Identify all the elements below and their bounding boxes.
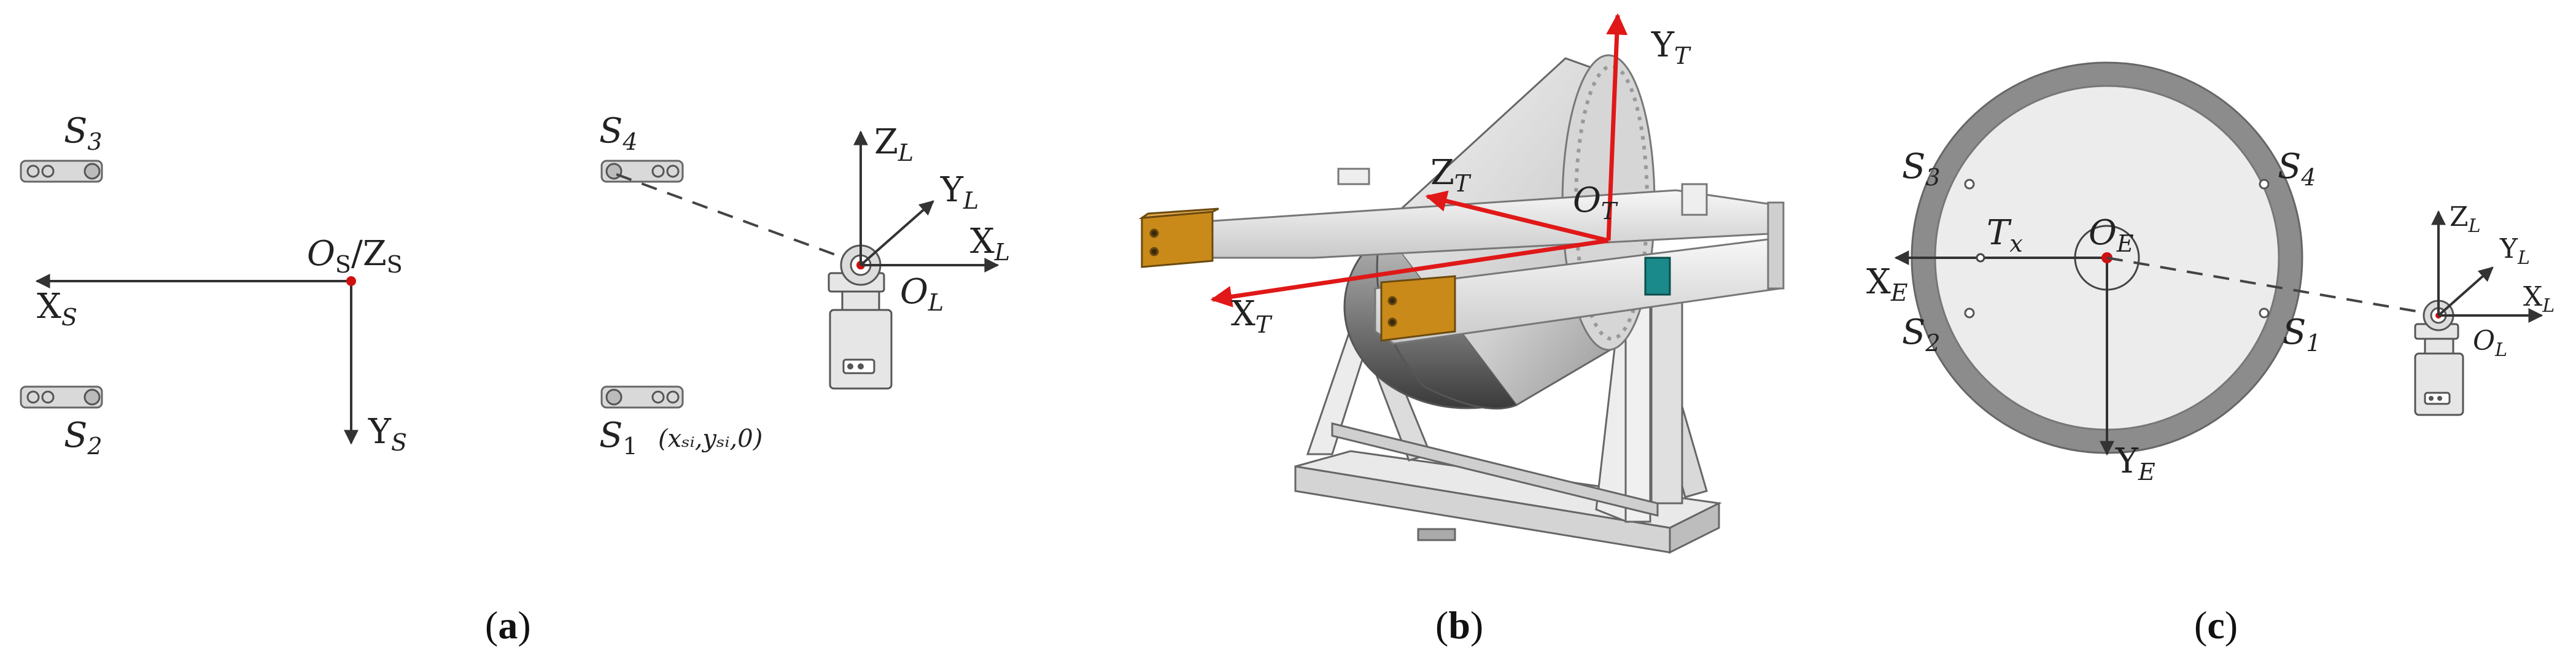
mount-block [1337,168,1370,185]
support-frame [1294,257,1722,554]
orange-brackets [1138,207,1456,342]
label-ol: OL [900,272,944,316]
sphere-coordinate-note: (xₛᵢ,yₛᵢ,0) [658,425,762,453]
label-zt: ZT [1430,153,1472,197]
label-os-zs: OS/ZS [307,234,403,278]
label-c-s2: S2 [1902,312,1941,357]
axis-xt-arrow [1210,238,1609,307]
label-c-ol: OL [2473,325,2507,361]
axis-yl-arrow [859,200,934,266]
label-yl: YL [940,170,979,214]
label-zl: ZL [874,122,914,166]
label-ot: OT [1573,180,1618,225]
origin-os-dot [346,276,356,286]
label-xt: XT [1231,294,1273,338]
label-xs: XS [37,287,77,331]
label-xe: XE [1866,262,1908,306]
caption-b: (b) [1435,603,1483,647]
motor-unit [1644,257,1671,296]
axis-c-yl-arrow [2437,266,2494,317]
label-s3: S3 [64,111,103,155]
label-s4: S4 [599,111,638,155]
support-beams [1211,189,1785,345]
tx-point [1976,253,1985,263]
label-ye: YE [2115,441,2155,485]
label-ys: YS [368,412,407,456]
sphere-holder-s1 [600,385,684,409]
label-oe: OE [2089,213,2134,257]
sphere-holder-s2 [20,385,103,409]
caption-c: (c) [2194,603,2238,647]
label-tx: Tx [1987,213,2023,257]
panel-a: S3 S2 S4 S1 (xₛᵢ,yₛᵢ,0) OS/ZS XS YS ZL [20,111,1010,647]
laser-tracker-c [2414,300,2464,416]
laser-tracker-a [828,244,893,390]
label-xl: XL [970,222,1010,266]
sphere-hole-s2 [1964,307,1975,319]
label-c-zl: ZL [2450,201,2481,237]
label-c-yl: YL [2499,233,2530,269]
label-c-s4: S4 [2278,147,2316,191]
sphere-holder-s3 [20,160,103,183]
sphere-holder-s4 [600,160,684,183]
laser-sightline [616,173,858,264]
axis-zt-arrow [1425,190,1609,243]
sphere-hole-s4 [2259,179,2270,190]
axis-yt-arrow [1606,13,1628,241]
label-yt: YT [1651,25,1691,69]
label-s2: S2 [64,416,103,460]
caption-a: (a) [485,603,531,647]
panel-b: YT ZT OT XT (b) [1138,13,1785,647]
panel-c: S3 S4 S2 S1 Tx OE XE YE ZL YL [1866,61,2555,647]
sphere-hole-s1 [2259,307,2270,319]
label-s1: S1 [599,416,638,460]
label-c-s1: S1 [2283,312,2321,357]
mount-block [1681,183,1708,216]
sphere-hole-s3 [1964,179,1975,190]
label-c-s3: S3 [1902,147,1941,191]
label-c-xl: XL [2523,281,2555,317]
laser-sightline-c [2106,257,2434,315]
